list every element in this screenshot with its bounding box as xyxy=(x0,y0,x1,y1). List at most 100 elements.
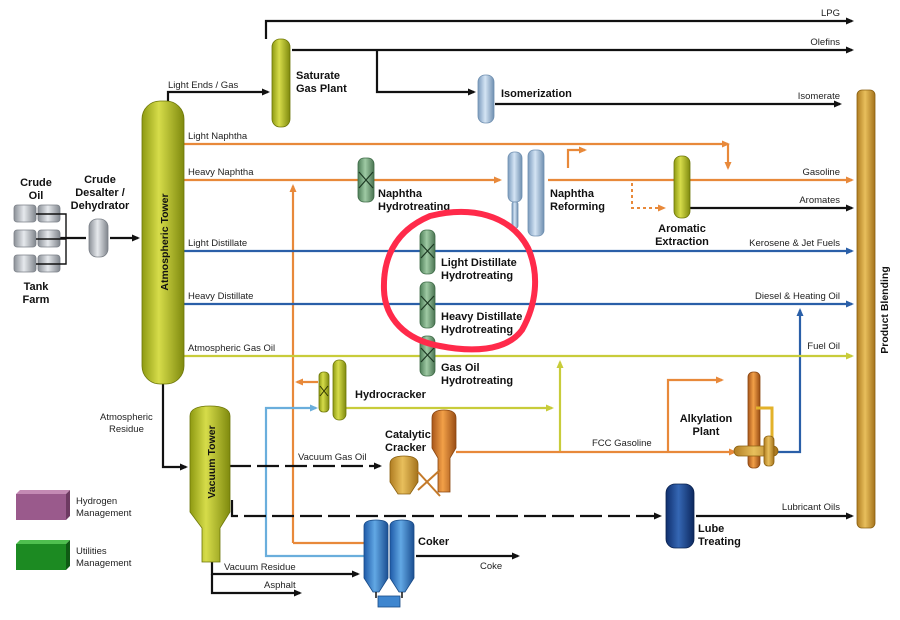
gas-oil-hydrotreating-label-1: Gas Oil xyxy=(441,362,480,374)
product-lpg: LPG xyxy=(821,8,840,19)
pipe-reformer-up xyxy=(566,146,587,168)
product-labels: LPG Olefins Isomerate Gasoline Aromates … xyxy=(749,8,840,513)
vacuum-tower: Vacuum Tower xyxy=(189,405,231,563)
saturate-gas-plant-label-2: Gas Plant xyxy=(296,83,347,95)
atmospheric-tower-label: Atmospheric Tower xyxy=(159,193,171,290)
product-isomerate: Isomerate xyxy=(798,91,840,102)
stream-atmospheric-residue-1: Atmospheric xyxy=(100,412,153,423)
alkylation-column-icon xyxy=(747,371,761,469)
alkylation-plant-label-2: Plant xyxy=(693,426,720,438)
pipe-to-isomerization xyxy=(375,50,476,96)
isomerization-label: Isomerization xyxy=(501,88,572,100)
desalter-label-2: Desalter / xyxy=(75,187,125,199)
legend-utilities-1: Utilities xyxy=(76,546,107,557)
lube-treating-label-1: Lube xyxy=(698,523,724,535)
tank-farm: Crude Oil Tank Farm xyxy=(13,177,67,306)
pipe-aromatic-dotted xyxy=(631,183,666,212)
hydrocracker-label: Hydrocracker xyxy=(355,389,427,401)
stream-labels: Light Ends / Gas Light Naphtha Heavy Nap… xyxy=(100,80,652,591)
product-fuel-oil: Fuel Oil xyxy=(807,341,840,352)
legend-hydrogen-1: Hydrogen xyxy=(76,496,117,507)
pipe-light-ends xyxy=(166,88,270,104)
heavy-distillate-hydrotreating-label-2: Hydrotreating xyxy=(441,324,513,336)
alkylation-plant-label-1: Alkylation xyxy=(680,413,733,425)
pipe-vacuum-to-lube xyxy=(230,500,662,520)
stream-fcc-gasoline: FCC Gasoline xyxy=(592,438,652,449)
coker-drums-icon xyxy=(363,519,415,608)
catalytic-cracker-label-2: Cracker xyxy=(385,442,427,454)
legend: Hydrogen Management Utilities Management xyxy=(16,490,132,570)
highlight-circle xyxy=(380,208,539,353)
alkylation-plant: Alkylation Plant xyxy=(680,371,779,469)
aromatic-extraction-label-1: Aromatic xyxy=(658,223,706,235)
product-aromates: Aromates xyxy=(799,195,840,206)
stream-light-naphtha: Light Naphtha xyxy=(188,131,248,142)
naphtha-hydrotreating: Naphtha Hydrotreating xyxy=(357,157,450,213)
lube-vessel-icon xyxy=(665,483,695,549)
legend-utilities-2: Management xyxy=(76,558,132,569)
lube-treating: Lube Treating xyxy=(665,483,741,549)
stream-atmospheric-residue-2: Residue xyxy=(109,424,144,435)
stream-light-distillate: Light Distillate xyxy=(188,238,247,249)
stream-atmospheric-gas-oil: Atmospheric Gas Oil xyxy=(188,343,275,354)
fcc-unit-icon xyxy=(389,409,457,497)
pipe-lightblue xyxy=(264,404,364,558)
naphtha-hydrotreating-label-2: Hydrotreating xyxy=(378,201,450,213)
isomerization: Isomerization xyxy=(477,74,572,124)
atmospheric-tower: Atmospheric Tower xyxy=(141,100,185,385)
desalter-label-1: Crude xyxy=(84,174,116,186)
light-distillate-hydrotreating-label-2: Hydrotreating xyxy=(441,270,513,282)
saturate-gas-plant-label-1: Saturate xyxy=(296,70,340,82)
desalter-label-3: Dehydrator xyxy=(71,200,130,212)
pipe-asphalt xyxy=(210,574,302,597)
saturate-gas-plant: Saturate Gas Plant xyxy=(271,38,347,128)
pipe-alky-to-diesel xyxy=(775,308,804,454)
stream-vacuum-gas-oil: Vacuum Gas Oil xyxy=(298,452,366,463)
hydrotreater-reactor-icon xyxy=(419,229,436,377)
tank-farm-sub-2: Farm xyxy=(23,294,50,306)
product-blending-label: Product Blending xyxy=(879,266,891,354)
aromatic-extraction-label-2: Extraction xyxy=(655,236,709,248)
naphtha-hydrotreating-label-1: Naphtha xyxy=(378,188,423,200)
isomerization-vessel-icon xyxy=(477,74,495,124)
pipe-top-feed xyxy=(264,17,854,39)
coker-label: Coker xyxy=(418,536,450,548)
legend-hydrogen-2: Management xyxy=(76,508,132,519)
stream-heavy-distillate: Heavy Distillate xyxy=(188,291,253,302)
naphtha-reforming-label-2: Reforming xyxy=(550,201,605,213)
product-gasoline: Gasoline xyxy=(803,167,841,178)
product-olefins: Olefins xyxy=(810,37,840,48)
utilities-management-swatch xyxy=(16,540,70,570)
product-lubricant-oils: Lubricant Oils xyxy=(782,502,840,513)
tank-farm-sub-1: Tank xyxy=(24,281,50,293)
product-blending: Product Blending xyxy=(856,89,891,529)
stream-coke: Coke xyxy=(480,561,502,572)
naphtha-reforming: Naphtha Reforming xyxy=(507,149,605,237)
heavy-distillate-hydrotreating-label-1: Heavy Distillate xyxy=(441,311,522,323)
tank-farm-title-2: Oil xyxy=(29,190,44,202)
coker: Coker xyxy=(363,519,450,608)
tank-farm-title-1: Crude xyxy=(20,177,52,189)
product-kerosene: Kerosene & Jet Fuels xyxy=(749,238,840,249)
pipe-fcc-to-alky xyxy=(666,376,724,452)
product-blending-column-icon xyxy=(856,89,876,529)
atmospheric-tower-icon xyxy=(141,100,185,385)
gas-oil-hydrotreating-label-2: Hydrotreating xyxy=(441,375,513,387)
light-distillate-hydrotreating-label-1: Light Distillate xyxy=(441,257,517,269)
hydrocracker: Hydrocracker xyxy=(318,359,427,421)
pipe-atm-residue xyxy=(161,384,188,471)
reformer-icon xyxy=(507,149,545,237)
vacuum-tower-icon xyxy=(189,405,231,563)
stream-vacuum-residue: Vacuum Residue xyxy=(224,562,296,573)
stream-asphalt: Asphalt xyxy=(264,580,296,591)
aromatic-vessel-icon xyxy=(673,155,691,219)
catalytic-cracker: Catalytic Cracker xyxy=(385,409,457,497)
vacuum-tower-label: Vacuum Tower xyxy=(206,425,218,498)
desalter: Crude Desalter / Dehydrator xyxy=(71,174,130,258)
hydrocracker-reactor-icon xyxy=(318,371,330,413)
hydrogen-management-swatch xyxy=(16,490,70,520)
distillate-hydrotreaters: Light Distillate Hydrotreating Heavy Dis… xyxy=(419,229,522,387)
stream-light-ends-gas: Light Ends / Gas xyxy=(168,80,238,91)
aromatic-extraction: Aromatic Extraction xyxy=(655,155,709,248)
